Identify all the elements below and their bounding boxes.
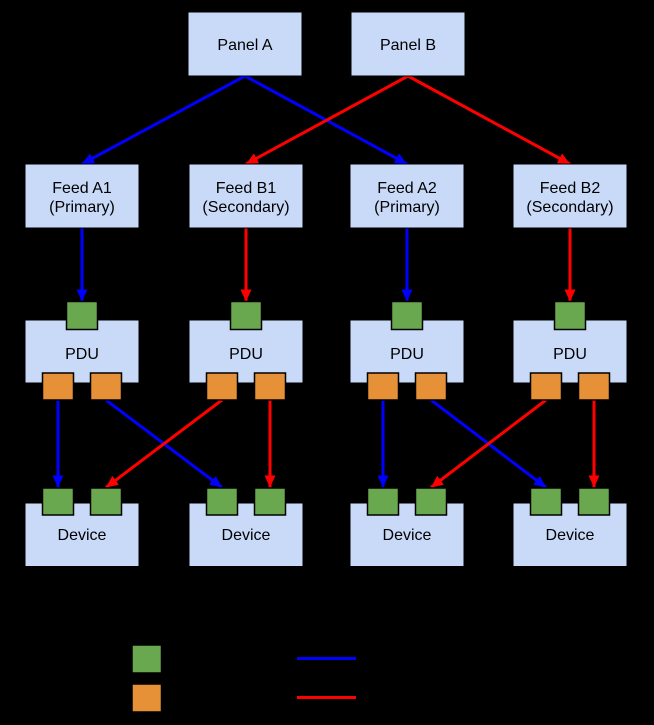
svg-text:Device: Device (546, 527, 595, 544)
svg-text:Feed B2: Feed B2 (540, 180, 601, 197)
svg-text:(Primary): (Primary) (374, 199, 440, 216)
svg-text:Feed B1: Feed B1 (216, 180, 277, 197)
svg-text:Device: Device (58, 527, 107, 544)
svg-text:Feed A1: Feed A1 (52, 180, 112, 197)
svg-text:(Primary): (Primary) (49, 199, 115, 216)
svg-text:Feed A2: Feed A2 (377, 180, 437, 197)
svg-text:(Secondary): (Secondary) (526, 199, 613, 216)
svg-text:Device: Device (383, 527, 432, 544)
svg-text:PDU: PDU (229, 346, 263, 363)
svg-text:PDU: PDU (65, 346, 99, 363)
svg-text:PDU: PDU (390, 346, 424, 363)
svg-text:Panel B: Panel B (380, 37, 436, 54)
svg-text:Device: Device (222, 527, 271, 544)
svg-text:PDU: PDU (553, 346, 587, 363)
svg-text:Panel A: Panel A (217, 37, 272, 54)
svg-text:(Secondary): (Secondary) (202, 199, 289, 216)
